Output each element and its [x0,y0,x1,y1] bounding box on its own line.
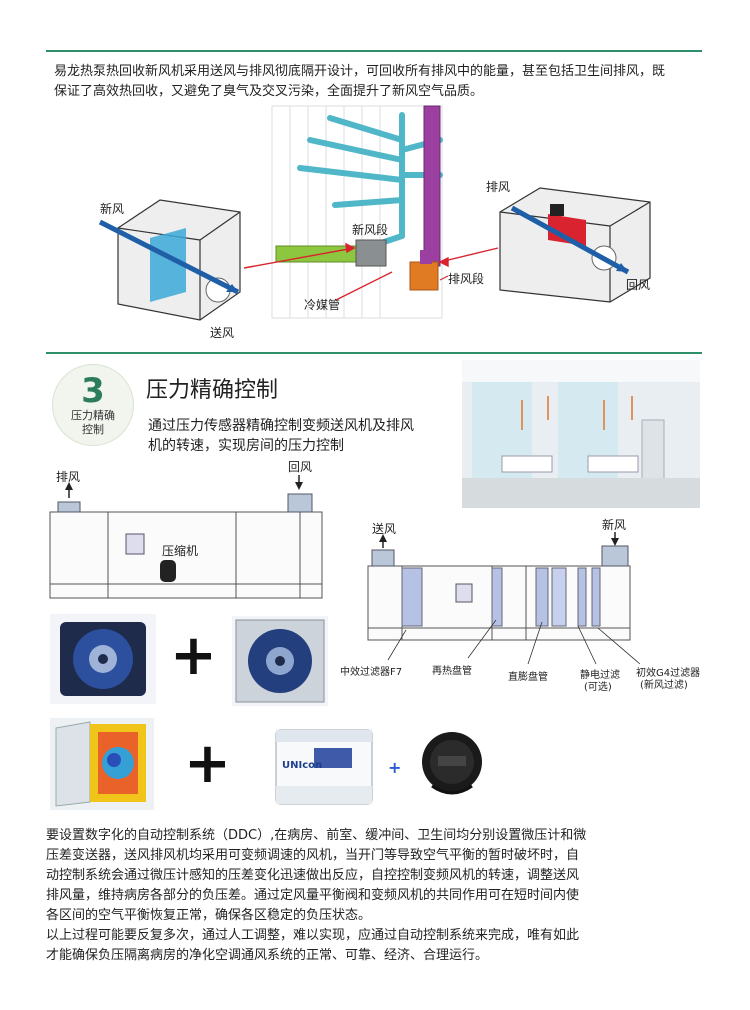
body-p1-line-2: 压差变送器，送风排风机均采用可变频调速的风机，当开门等导致空气平衡的暂时破坏时，… [46,848,580,863]
esp-optional-label: (可选) [584,682,612,693]
isolation-ward-photo [462,360,700,508]
label-fresh-section: 新风段 [352,223,389,237]
fresh-air-section-box [355,239,387,267]
pressure-sensor-heatmap-photo [50,718,154,810]
section-number-badge: 3 压力精确 控制 [52,364,134,446]
top-divider [46,50,702,52]
fresh-inlet [601,545,629,567]
controller-brand-label: UNIcon [282,760,323,771]
compressor-symbol [160,560,176,582]
differential-pressure-transmitter-photo [422,732,482,795]
label-exhaust: 排风 [486,180,511,194]
badge-caption-line-2: 控制 [82,423,104,436]
section-divider [46,352,702,354]
unit-left-exhaust-label: 排风 [56,470,81,484]
fan-symbol [125,533,145,555]
return-inlet [287,493,313,513]
section-number: 3 [81,371,105,411]
plus-sign-2: + [184,731,231,796]
right-ventilation-unit [499,187,651,303]
body-p2-line-2: 才能确保负压隔离病房的净化空调通风系统的正常、可靠、经济、合理运行。 [46,948,489,963]
unit-left-return-label: 回风 [288,460,313,474]
dx-coil-label: 直膨盘管 [508,672,548,683]
plus-sign-small: + [388,758,402,777]
compressor-label: 压缩机 [162,544,199,558]
esp-filter-label: 静电过滤 [580,670,620,681]
plus-sign-1: + [170,623,217,688]
g4-filter-label: 初效G4过滤器 [636,668,701,679]
exhaust-section-box [409,261,439,291]
intro-line-2: 保证了高效热回收，又避免了臭气及交叉污染，全面提升了新风空气品质。 [54,84,484,99]
body-p1-line-1: 要设置数字化的自动控制系统（DDC）,在病房、前室、缓冲间、卫生间均分别设置微压… [46,828,587,843]
body-p1-line-4: 排风量，维持病房各部分的负压差。通过定风量平衡阀和变频风机的共同作用可在短时间内… [46,888,580,903]
unit-right-fresh-label: 新风 [602,518,627,532]
badge-caption: 压力精确 控制 [53,409,133,437]
reheat-coil-label: 再热盘管 [432,666,472,677]
supply-outlet [371,549,395,567]
heat-recovery-diagram [98,105,651,321]
exhaust-outlet [57,501,81,513]
body-p2-line-1: 以上过程可能要反复多次，通过人工调整，难以实现，应通过自动控制系统来完成，唯有如… [46,928,580,943]
ddc-controller-photo [275,729,373,805]
intro-line-1: 易龙热泵热回收新风机采用送风与排风彻底隔开设计，可回收所有排风中的能量，甚至包括… [54,64,666,79]
label-fresh-air: 新风 [100,202,125,216]
left-ventilation-unit [98,199,241,321]
label-return-air: 回风 [626,278,651,292]
section-title: 压力精确控制 [146,378,279,403]
section-desc-line-2: 机的转速，实现房间的压力控制 [148,438,344,454]
flow-arrows [243,242,499,301]
label-refrigerant-pipe: 冷媒管 [304,298,341,312]
badge-caption-line-1: 压力精确 [71,409,115,422]
label-exhaust-section: 排风段 [448,272,485,286]
body-p1-line-3: 动控制系统会通过微压计感知的压差变化迅速做出反应，自控控制变频风机的转速，调整送… [46,868,580,883]
f7-filter-label: 中效过滤器F7 [340,667,403,678]
ec-fan-photo-2 [232,616,328,706]
body-p1-line-5: 各区间的空气平衡恢复正常，确保各区稳定的负压状态。 [46,908,372,923]
unit-right-supply-label: 送风 [372,522,397,536]
supply-duct-tree [297,112,443,253]
section-desc-line-1: 通过压力传感器精确控制变频送风机及排风 [148,418,414,434]
ec-fan-photo-1 [50,614,156,704]
g4-note-label: (新风过滤) [640,680,688,691]
label-supply-air: 送风 [210,326,235,340]
